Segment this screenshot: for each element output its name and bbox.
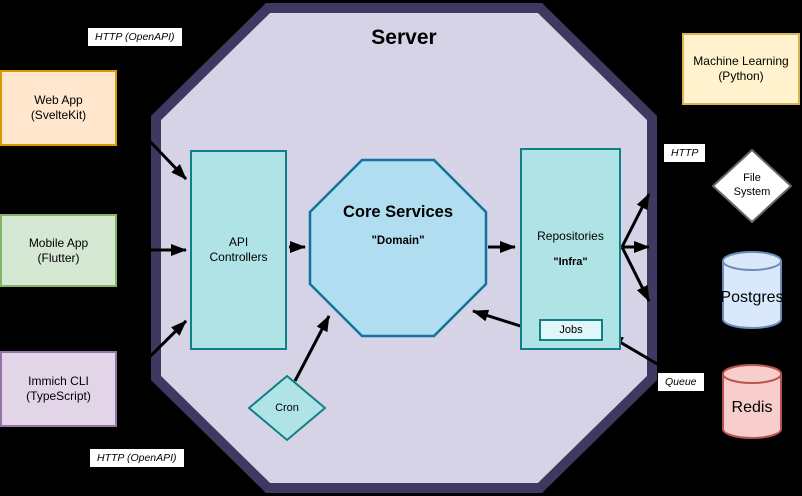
machine-learning-tech: (Python) xyxy=(718,69,764,83)
node-repositories: Repositories "Infra" xyxy=(520,148,621,350)
arrow-cron-to-core xyxy=(293,315,331,382)
file-system-line2: System xyxy=(733,186,771,198)
core-services-name: Core Services xyxy=(342,203,454,221)
core-services-layer: "Domain" xyxy=(371,235,425,247)
file-system-diamond xyxy=(711,148,793,224)
node-immich-cli: Immich CLI (TypeScript) xyxy=(0,351,117,427)
node-machine-learning: Machine Learning (Python) xyxy=(682,33,800,105)
repositories-layer: "Infra" xyxy=(553,255,588,268)
postgres-cylinder-rim xyxy=(722,260,782,271)
label-http-openapi-top: HTTP (OpenAPI) xyxy=(88,28,182,46)
label-queue: Queue xyxy=(658,373,704,391)
arrow-repos-to-redis xyxy=(620,246,651,302)
label-http-openapi-bottom: HTTP (OpenAPI) xyxy=(90,449,184,467)
redis-cylinder xyxy=(722,364,782,439)
postgres-cylinder xyxy=(722,251,782,329)
immich-cli-name: Immich CLI xyxy=(28,374,89,388)
server-title: Server xyxy=(371,26,437,49)
machine-learning-name: Machine Learning xyxy=(693,54,789,68)
web-app-tech: (SvelteKit) xyxy=(30,108,87,122)
arrow-webapp-to-api xyxy=(116,106,188,181)
node-jobs: Jobs xyxy=(539,319,603,341)
postgres-label: Postgres xyxy=(720,289,784,306)
jobs-label: Jobs xyxy=(559,323,583,336)
node-api-controllers: API Controllers xyxy=(190,150,287,350)
arrow-cli-to-api xyxy=(116,319,188,390)
redis-label: Redis xyxy=(731,399,773,416)
node-mobile-app: Mobile App (Flutter) xyxy=(0,214,117,287)
arrows xyxy=(116,106,665,390)
core-services-octagon xyxy=(308,158,488,338)
cron-diamond xyxy=(247,374,327,442)
web-app-name: Web App xyxy=(34,93,83,107)
redis-cylinder-rim xyxy=(722,373,782,384)
mobile-app-tech: (Flutter) xyxy=(37,250,80,265)
core-services-text: Core Services "Domain" xyxy=(323,203,473,247)
api-controllers-label: API Controllers xyxy=(209,235,268,264)
repositories-name: Repositories xyxy=(537,228,604,243)
label-http: HTTP xyxy=(664,144,706,162)
file-system-label: File System xyxy=(712,171,792,199)
file-system-line1: File xyxy=(743,172,761,184)
arrow-repos-to-filesystem xyxy=(620,193,651,248)
immich-cli-tech: (TypeScript) xyxy=(26,389,91,403)
node-web-app: Web App (SvelteKit) xyxy=(0,70,117,146)
cron-label: Cron xyxy=(275,402,299,414)
mobile-app-name: Mobile App xyxy=(28,235,89,250)
